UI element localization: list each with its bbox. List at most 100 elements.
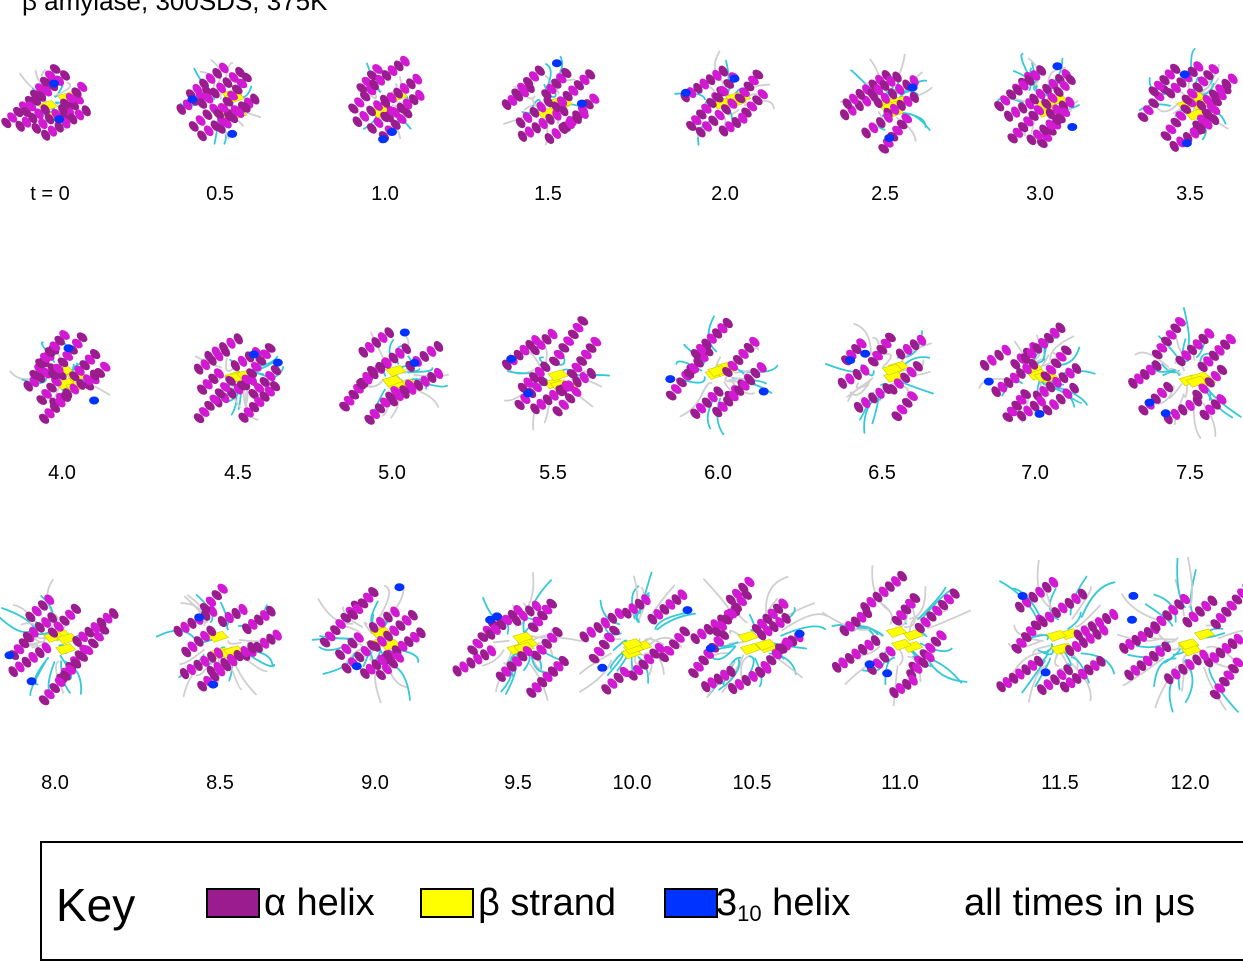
alpha-helix [403, 339, 445, 373]
undefined [410, 359, 420, 367]
protein-structure-image [1115, 28, 1243, 178]
snapshot-time-label: 10.5 [733, 772, 772, 795]
snapshot-frame [300, 565, 450, 715]
undefined [887, 626, 907, 637]
protein-structure-image [473, 28, 623, 178]
snapshot-frame [985, 565, 1135, 715]
snapshot-frame [478, 300, 628, 450]
alpha-helix [852, 381, 894, 414]
alpha-helix [978, 343, 1013, 373]
snapshot-frame [825, 565, 975, 715]
undefined [1145, 399, 1155, 407]
undefined [729, 75, 739, 83]
protein-structure-image [163, 300, 313, 450]
undefined [1161, 409, 1171, 417]
undefined [706, 644, 716, 652]
undefined [194, 613, 204, 621]
protein-structure-image [960, 300, 1110, 450]
snapshot-frame [310, 28, 460, 178]
legend-310-base: 3 [716, 882, 737, 924]
snapshot-frame [0, 28, 125, 178]
protein-structure-image [1115, 565, 1243, 715]
snapshot-frame [807, 300, 957, 450]
alpha-helix [887, 673, 919, 700]
undefined [845, 356, 855, 364]
protein-structure-image [643, 300, 793, 450]
undefined [64, 344, 74, 352]
undefined [187, 95, 197, 103]
undefined [27, 677, 37, 685]
legend-label-beta-strand: β strand [478, 881, 616, 925]
undefined [400, 329, 410, 337]
undefined [387, 128, 397, 136]
snapshot-time-label: 11.5 [1041, 772, 1078, 795]
legend-310-sub: 10 [737, 901, 761, 926]
snapshot-time-label: 1.0 [371, 183, 399, 206]
snapshot-frame [643, 300, 793, 450]
undefined [665, 375, 675, 383]
snapshot-time-label: 1.5 [534, 183, 562, 206]
snapshot-frame [145, 565, 295, 715]
undefined [20, 74, 38, 92]
protein-structure-image [965, 28, 1115, 178]
protein-structure-image [677, 565, 827, 715]
protein-structure-image [310, 28, 460, 178]
undefined [394, 583, 404, 591]
undefined [506, 355, 516, 363]
undefined [49, 80, 59, 88]
undefined [389, 664, 410, 700]
snapshot-time-label: 3.0 [1026, 183, 1054, 206]
legend-310-suffix: helix [762, 882, 851, 924]
legend-box: Key α helix β strand 310 helix all times… [40, 841, 1243, 961]
alpha-helix [913, 586, 962, 635]
snapshot-frame [650, 28, 800, 178]
legend-swatch-beta-strand [420, 888, 474, 918]
undefined [548, 370, 568, 381]
undefined [352, 662, 362, 670]
protein-structure-image [810, 28, 960, 178]
undefined [738, 631, 758, 642]
page-title: β amylase, 300SDS, 375K [22, 0, 327, 16]
snapshot-frame [1115, 28, 1243, 178]
protein-structure-image [300, 565, 450, 715]
undefined [1018, 592, 1028, 600]
protein-structure-image [145, 565, 295, 715]
snapshot-time-label: 4.0 [48, 462, 76, 485]
alpha-helix [1126, 358, 1163, 390]
snapshot-frame [163, 300, 313, 450]
undefined [681, 89, 691, 97]
snapshot-time-label: 6.5 [868, 462, 896, 485]
undefined [884, 134, 894, 142]
snapshot-time-label: 7.0 [1021, 462, 1049, 485]
undefined [378, 135, 388, 143]
legend-swatch-310-helix [664, 888, 718, 918]
snapshot-time-label: 6.0 [704, 462, 732, 485]
undefined [1180, 70, 1190, 78]
snapshot-time-label: 3.5 [1176, 183, 1204, 206]
protein-structure-image [478, 300, 628, 450]
undefined [876, 600, 892, 624]
undefined [865, 660, 875, 668]
undefined [5, 651, 15, 659]
protein-structure-image [0, 300, 137, 450]
legend-label-alpha-helix: α helix [264, 881, 375, 925]
legend-time-note: all times in μs [964, 881, 1195, 925]
snapshot-time-label: 8.5 [206, 772, 234, 795]
snapshot-time-label: 9.5 [504, 772, 532, 795]
protein-structure-image [1115, 300, 1243, 450]
undefined [882, 669, 892, 677]
protein-structure-image [145, 28, 295, 178]
snapshot-time-label: 7.5 [1176, 462, 1204, 485]
snapshot-time-label: 10.0 [613, 772, 652, 795]
snapshot-time-label: 9.0 [361, 772, 389, 795]
undefined [273, 359, 283, 367]
protein-structure-image [650, 28, 800, 178]
undefined [234, 662, 256, 695]
snapshot-time-label: 4.5 [224, 462, 252, 485]
undefined [900, 650, 903, 665]
undefined [1182, 139, 1192, 147]
snapshot-frame [965, 28, 1115, 178]
alpha-helix [1148, 592, 1192, 634]
legend-key-label: Key [56, 879, 135, 931]
undefined [485, 616, 495, 624]
